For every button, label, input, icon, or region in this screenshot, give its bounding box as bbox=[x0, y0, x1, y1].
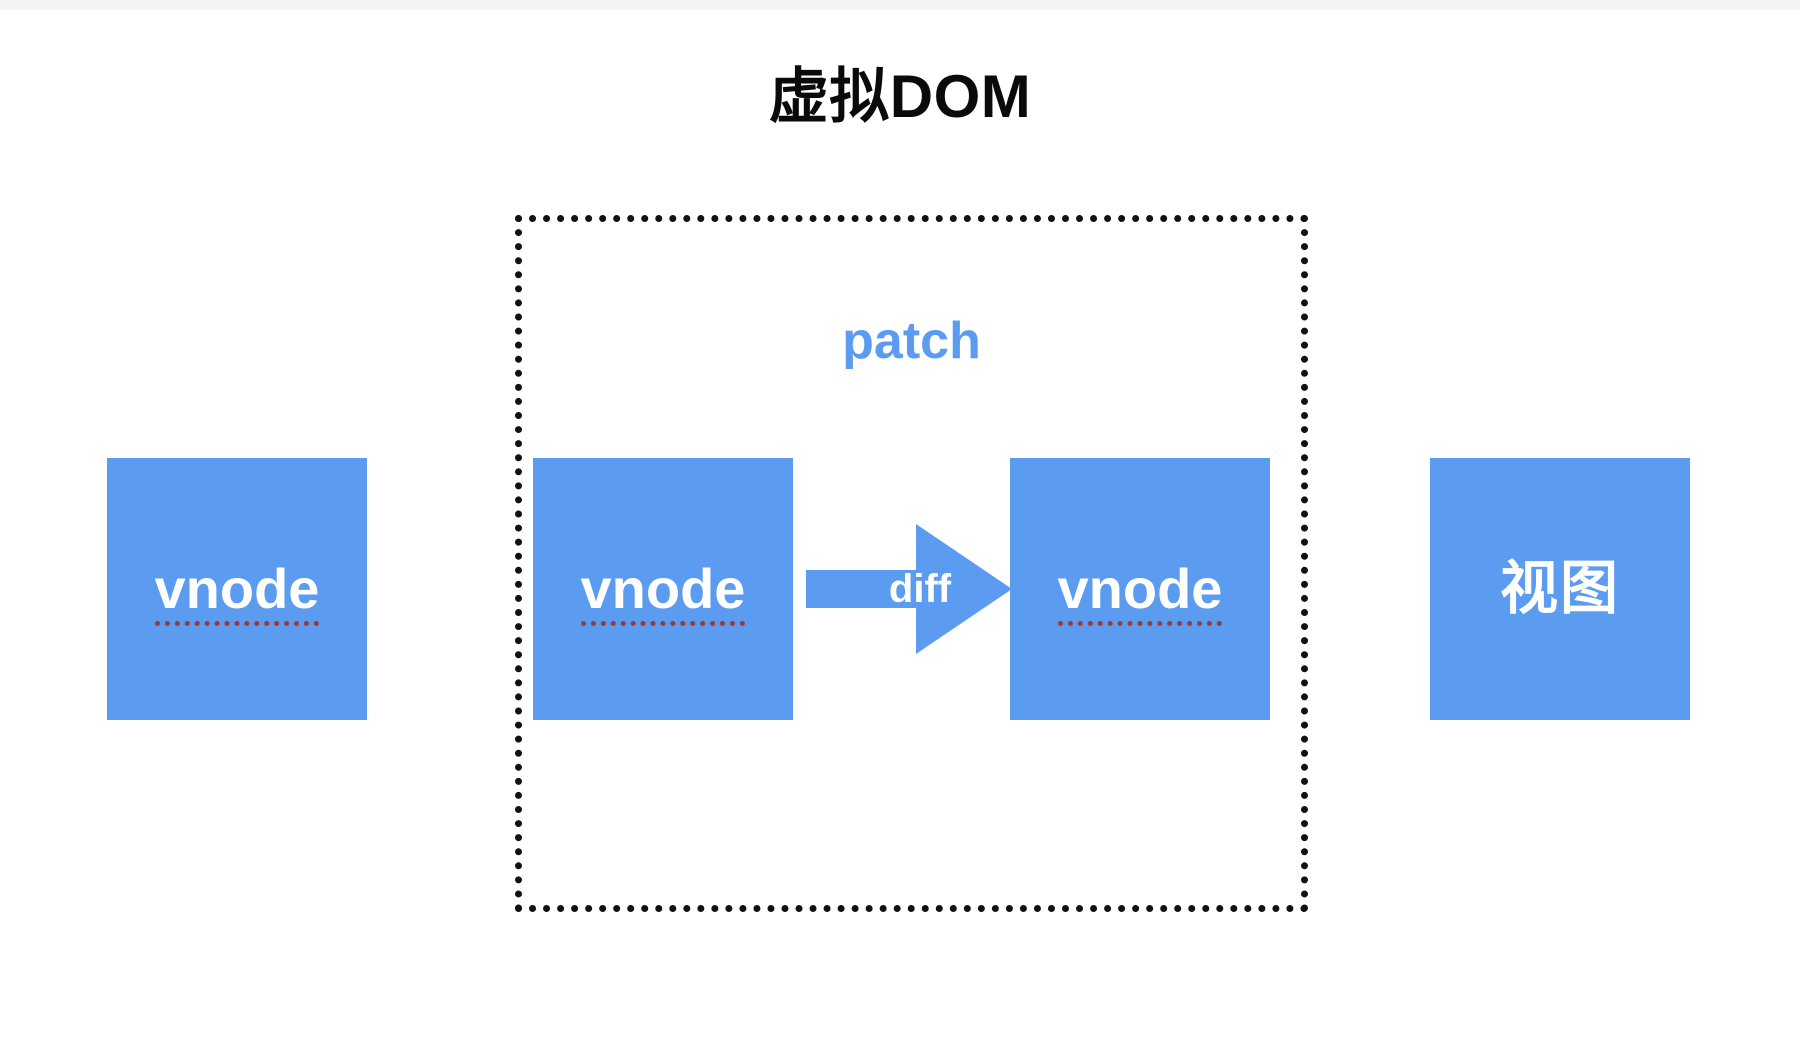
node-label-view: 视图 bbox=[1499, 556, 1620, 621]
node-label-vnode-new: vnode bbox=[1057, 557, 1223, 626]
top-edge-strip bbox=[0, 0, 1800, 10]
node-box-vnode-old[interactable]: vnode bbox=[533, 458, 793, 720]
patch-group-label: patch bbox=[842, 312, 981, 370]
node-box-vnode-source[interactable]: vnode bbox=[107, 458, 367, 720]
page-title: 虚拟DOM bbox=[768, 63, 1032, 130]
node-box-vnode-new[interactable]: vnode bbox=[1010, 458, 1270, 720]
node-label-vnode-old: vnode bbox=[580, 557, 746, 626]
node-label-vnode-source: vnode bbox=[154, 557, 320, 626]
node-box-view[interactable]: 视图 bbox=[1430, 458, 1690, 720]
diff-arrow-icon bbox=[806, 524, 1012, 654]
